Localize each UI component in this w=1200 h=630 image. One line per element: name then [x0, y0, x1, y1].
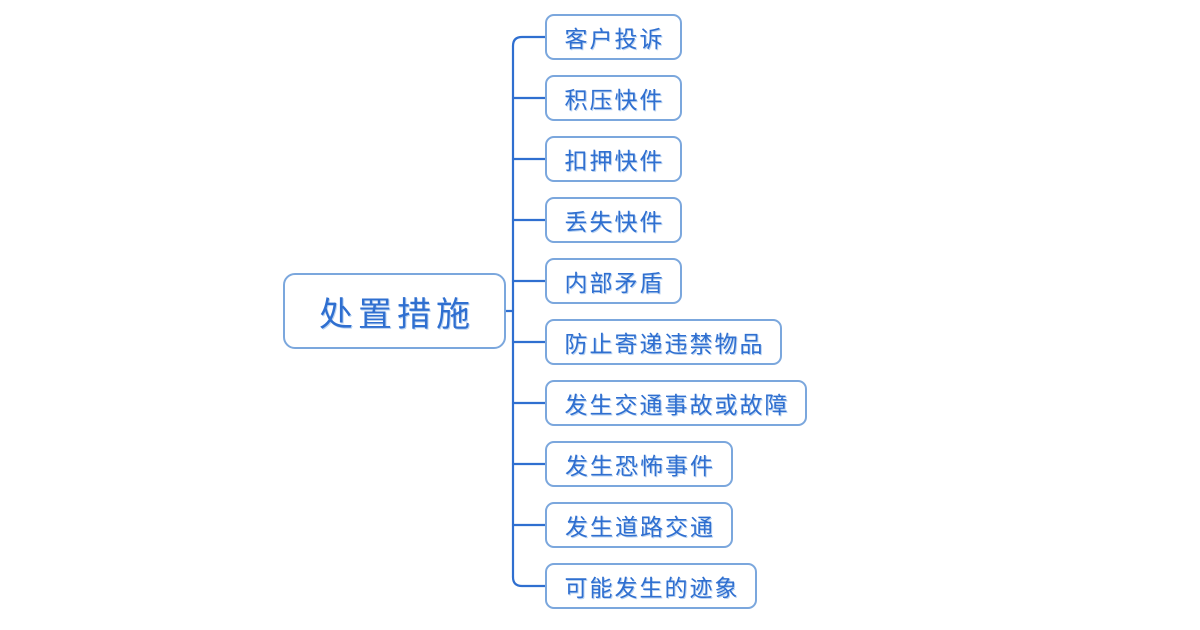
child-node[interactable]: 丢失快件 — [545, 197, 682, 243]
child-node-label: 可能发生的迹象 — [564, 576, 740, 602]
child-node-label: 丢失快件 — [564, 210, 665, 236]
child-node[interactable]: 客户投诉 — [545, 14, 682, 60]
child-node-label: 内部矛盾 — [564, 271, 665, 297]
root-node[interactable]: 处置措施 — [283, 273, 506, 349]
child-node[interactable]: 发生道路交通 — [545, 502, 733, 548]
child-node-label: 发生交通事故或故障 — [564, 393, 790, 419]
child-node[interactable]: 发生交通事故或故障 — [545, 380, 807, 426]
child-node[interactable]: 防止寄递违禁物品 — [545, 319, 782, 365]
child-node[interactable]: 积压快件 — [545, 75, 682, 121]
child-node[interactable]: 内部矛盾 — [545, 258, 682, 304]
child-node-label: 积压快件 — [564, 88, 665, 114]
connector-child-0 — [511, 35, 547, 48]
child-node-label: 防止寄递违禁物品 — [564, 332, 765, 358]
child-node-label: 发生道路交通 — [565, 515, 715, 541]
child-node[interactable]: 发生恐怖事件 — [545, 441, 733, 487]
child-node-label: 客户投诉 — [564, 27, 665, 53]
child-node-label: 发生恐怖事件 — [565, 454, 715, 480]
child-node[interactable]: 可能发生的迹象 — [545, 563, 757, 609]
child-node-label: 扣押快件 — [564, 149, 665, 175]
child-node[interactable]: 扣押快件 — [545, 136, 682, 182]
connector-child-9 — [511, 575, 547, 588]
root-node-label: 处置措施 — [319, 294, 475, 335]
